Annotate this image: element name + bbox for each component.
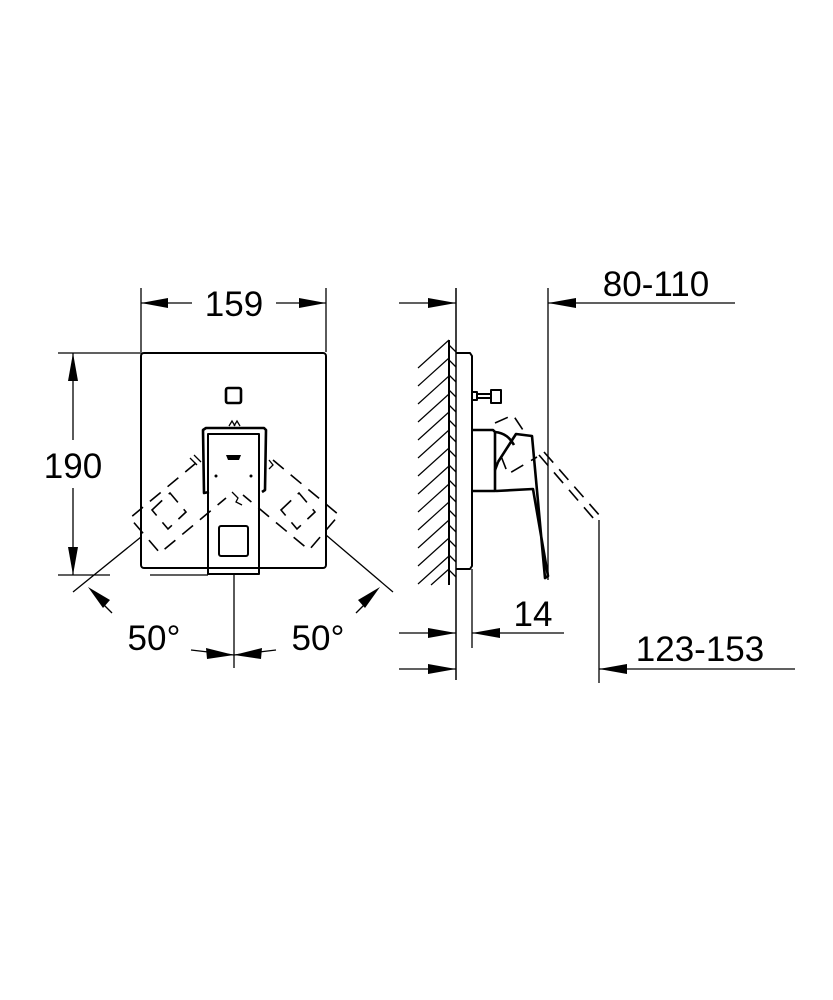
depth-dimension: 80-110 [399, 265, 735, 308]
width-label: 159 [205, 285, 263, 324]
left-rotated-lever-dashed [128, 462, 227, 555]
right-angle-label: 50° [292, 619, 345, 658]
total-depth-range-label: 123-153 [636, 630, 764, 669]
lever-profile [493, 430, 550, 580]
logo-mark [226, 455, 241, 460]
depth-range-label: 80-110 [603, 265, 709, 304]
cover-plate [140, 352, 327, 569]
width-dimension: 159 [140, 285, 327, 352]
height-dimension: 190 [44, 352, 208, 576]
plate-thickness-dimension: 14 [399, 569, 564, 648]
plate-profile [456, 352, 473, 570]
lever-handle [207, 433, 260, 575]
height-label: 190 [44, 447, 102, 486]
total-depth-dimension: 123-153 [399, 630, 795, 674]
left-angle-label: 50° [128, 619, 181, 658]
front-view: 159 190 [44, 285, 394, 668]
angle-dimension: 50° 50° [72, 534, 394, 668]
screw [472, 389, 502, 404]
diverter-button [224, 386, 243, 405]
wall-hatching [417, 339, 457, 586]
right-rotated-lever-dashed [242, 459, 341, 552]
side-view: 80-110 14 123-153 [399, 265, 795, 683]
plate-thickness-label: 14 [514, 595, 553, 634]
lever-square [218, 525, 249, 557]
